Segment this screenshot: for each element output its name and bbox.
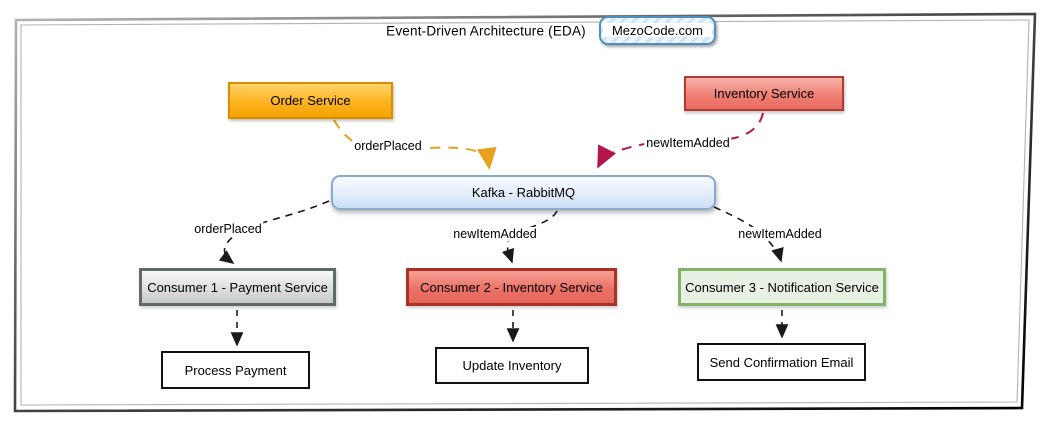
edge-label-newitemadded-consumer2: newItemAdded	[451, 227, 539, 241]
node-update-inventory: Update Inventory	[435, 347, 589, 384]
node-order-service: Order Service	[228, 82, 393, 119]
node-inventory-service: Inventory Service	[684, 76, 844, 111]
edge-label-orderplaced-producer: orderPlaced	[352, 139, 424, 153]
edge-broker-to-consumer2	[501, 210, 558, 264]
edge-label-newitemadded-consumer3: newItemAdded	[736, 227, 824, 241]
edge-broker-to-consumer3	[713, 206, 784, 263]
node-consumer3-notification: Consumer 3 - Notification Service	[678, 268, 886, 306]
edge-label-newitemadded-producer: newItemAdded	[644, 136, 732, 150]
node-process-payment: Process Payment	[161, 351, 310, 389]
mezocode-badge: MezoCode.com	[599, 16, 716, 45]
node-consumer2-inventory: Consumer 2 - Inventory Service	[406, 268, 617, 306]
node-consumer1-payment: Consumer 1 - Payment Service	[139, 268, 336, 306]
diagram-title: Event-Driven Architecture (EDA)	[386, 23, 586, 39]
node-kafka-rabbitmq: Kafka - RabbitMQ	[331, 175, 716, 210]
mezocode-badge-label: MezoCode.com	[603, 23, 712, 38]
edge-label-orderplaced-consumer1: orderPlaced	[192, 222, 264, 236]
node-send-confirmation-email: Send Confirmation Email	[697, 343, 866, 381]
